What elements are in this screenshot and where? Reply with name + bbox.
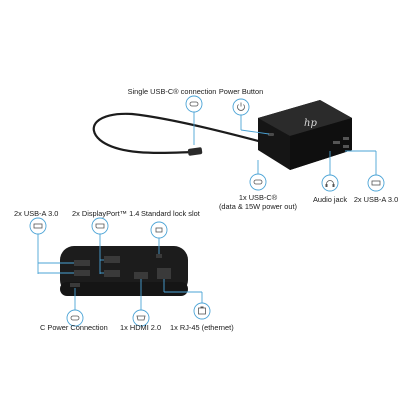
hdmi-label: 1x HDMI 2.0 — [120, 323, 162, 332]
power-connection-icon — [66, 309, 84, 327]
hdmi-icon — [132, 309, 150, 327]
ethernet-icon — [193, 302, 211, 320]
displayport-label: 2x DisplayPort™ 1.4 — [72, 209, 140, 218]
usb-c-port-icon — [249, 173, 267, 191]
lock-slot-label: Standard lock slot — [141, 209, 200, 218]
single-usbc-label: Single USB-C® connection — [127, 87, 217, 96]
usba-rear-label: 2x USB-A 3.0 — [14, 209, 59, 218]
dock-front-view: hp — [258, 100, 352, 170]
power-button-shape — [268, 133, 274, 136]
usbc-front-label-line2: (data & 15W power out) — [218, 202, 298, 211]
rj45-label: 1x RJ-45 (ethernet) — [170, 323, 234, 332]
power-button-icon — [232, 98, 250, 116]
power-button-label: Power Button — [218, 87, 264, 96]
usba-side-label: 2x USB-A 3.0 — [353, 195, 399, 204]
displayport-icon — [91, 217, 109, 235]
lock-slot-icon — [150, 221, 168, 239]
power-connection-label: C Power Connection — [40, 323, 108, 332]
usb-a-rear-icon — [29, 217, 47, 235]
audio-jack-label: Audio jack — [312, 195, 348, 204]
usb-c-plug — [187, 147, 203, 156]
usb-c-icon — [185, 95, 203, 113]
usb-a-icon — [367, 174, 385, 192]
usbc-front-label-line1: 1x USB-C® — [238, 193, 278, 202]
audio-jack-icon — [321, 174, 339, 192]
usb-c-cable — [92, 112, 263, 155]
hp-logo-icon: hp — [304, 118, 317, 129]
leader-lines — [37, 112, 377, 310]
dock-rear-view — [60, 246, 188, 296]
